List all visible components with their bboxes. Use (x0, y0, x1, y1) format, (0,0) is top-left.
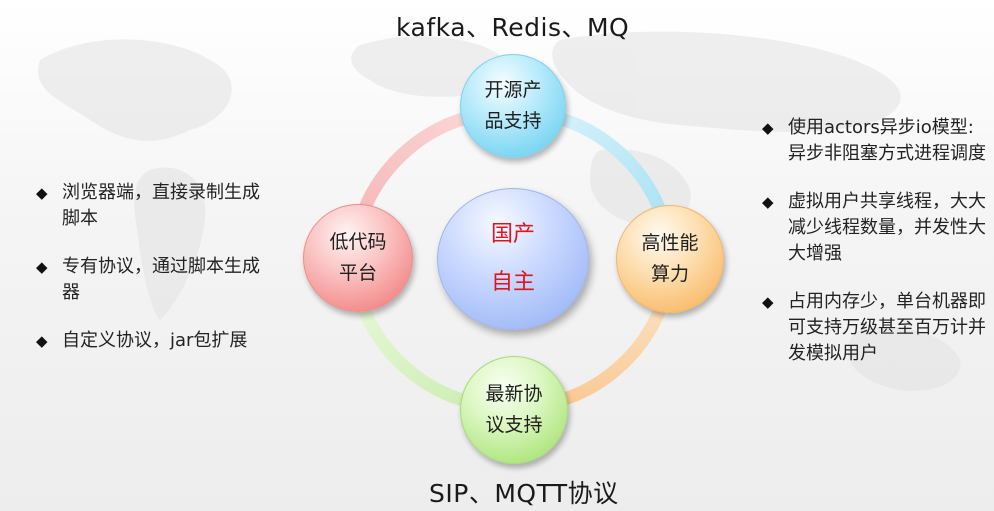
black-diamond-icon: ◆ (762, 293, 774, 311)
node-open-source: 开源产 品支持 (460, 54, 566, 158)
node-open-source-line2: 品支持 (484, 110, 542, 132)
node-high-performance-line2: 算力 (650, 263, 689, 285)
node-high-performance: 高性能 算力 (616, 205, 724, 313)
bullet-text: 专有协议，通过脚本生成器 (62, 256, 260, 303)
node-low-code-line2: 平台 (338, 262, 377, 284)
node-high-performance-line1: 高性能 (641, 232, 699, 254)
black-diamond-icon: ◆ (762, 193, 774, 211)
bullet-text: 浏览器端，直接录制生成脚本 (62, 182, 260, 229)
black-diamond-icon: ◆ (36, 332, 48, 350)
center-line1: 国产 (490, 222, 535, 247)
list-item: ◆ 使用actors异步io模型: 异步非阻塞方式进程调度 (762, 115, 987, 167)
node-protocol-support: 最新协 议支持 (460, 356, 568, 464)
node-open-source-line1: 开源产 (484, 79, 542, 101)
node-low-code-line1: 低代码 (329, 231, 387, 253)
bullet-text: 使用actors异步io模型: 异步非阻塞方式进程调度 (788, 117, 986, 164)
node-protocol-support-line1: 最新协 (485, 383, 543, 405)
bullet-text: 占用内存少，单台机器即可支持万级甚至百万计并发模拟用户 (788, 291, 986, 364)
bullet-text: 自定义协议，jar包扩展 (62, 330, 248, 351)
list-item: ◆ 自定义协议，jar包扩展 (36, 328, 276, 354)
list-item: ◆ 浏览器端，直接录制生成脚本 (36, 180, 276, 232)
bottom-caption: SIP、MQTT协议 (429, 479, 619, 508)
center-node: 国产 自主 (437, 188, 589, 330)
list-item: ◆ 虚拟用户共享线程，大大减少线程数量，并发性大大增强 (762, 189, 987, 267)
arc-right-bottom (539, 285, 673, 411)
black-diamond-icon: ◆ (36, 184, 48, 202)
center-line2: 自主 (490, 270, 535, 295)
black-diamond-icon: ◆ (36, 258, 48, 276)
left-bullet-list: ◆ 浏览器端，直接录制生成脚本 ◆ 专有协议，通过脚本生成器 ◆ 自定义协议，j… (36, 180, 276, 376)
node-low-code: 低代码 平台 (303, 204, 413, 312)
node-protocol-support-line2: 议支持 (485, 414, 543, 436)
bullet-text: 虚拟用户共享线程，大大减少线程数量，并发性大大增强 (788, 191, 986, 264)
black-diamond-icon: ◆ (762, 119, 774, 137)
list-item: ◆ 占用内存少，单台机器即可支持万级甚至百万计并发模拟用户 (762, 289, 987, 367)
right-bullet-list: ◆ 使用actors异步io模型: 异步非阻塞方式进程调度 ◆ 虚拟用户共享线程… (762, 115, 987, 389)
list-item: ◆ 专有协议，通过脚本生成器 (36, 254, 276, 306)
arc-bottom-left (351, 285, 485, 411)
top-caption: kafka、Redis、MQ (396, 13, 630, 42)
